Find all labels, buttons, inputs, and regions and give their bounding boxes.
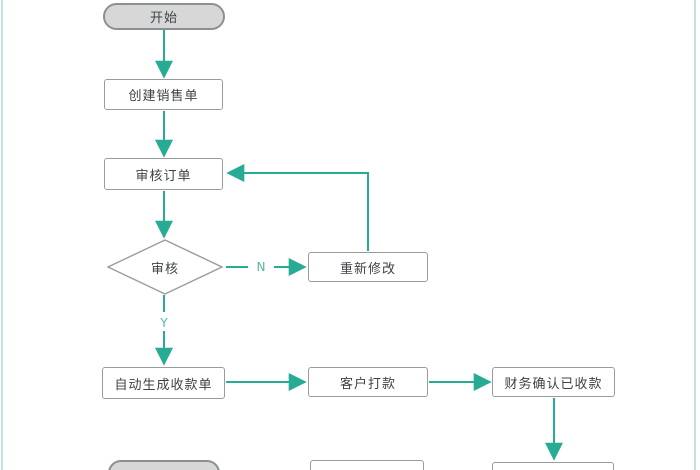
node-start-label: 开始: [149, 11, 178, 26]
node-bottom-terminator-partial: [108, 460, 220, 470]
node-bottom-process-1-partial: [310, 460, 424, 470]
node-revise: 重新修改: [308, 252, 428, 282]
page-left-border: [1, 0, 3, 470]
node-start: 开始: [103, 3, 225, 30]
node-customer-payment-label: 客户打款: [339, 376, 396, 392]
node-decision-label: 审核: [150, 261, 179, 277]
node-create-sales-order-label: 创建销售单: [128, 89, 199, 104]
branch-label-no: N: [256, 260, 266, 274]
node-create-sales-order: 创建销售单: [104, 79, 223, 110]
node-finance-confirm-received: 财务确认已收款: [492, 367, 615, 397]
node-finance-confirm-received-label: 财务确认已收款: [504, 376, 603, 392]
node-customer-payment: 客户打款: [308, 367, 428, 397]
node-auto-generate-receipt: 自动生成收款单: [102, 367, 225, 399]
node-bottom-process-2-partial: [492, 462, 614, 470]
node-auto-generate-receipt-label: 自动生成收款单: [114, 377, 213, 393]
node-review-order: 审核订单: [104, 158, 223, 190]
page-right-border: [694, 0, 696, 470]
node-revise-label: 重新修改: [339, 261, 396, 277]
connector-revise-loop-to-review: [226, 164, 369, 251]
decision-diamond: [106, 239, 224, 295]
node-review-order-label: 审核订单: [135, 168, 192, 184]
branch-label-yes: Y: [160, 316, 168, 330]
